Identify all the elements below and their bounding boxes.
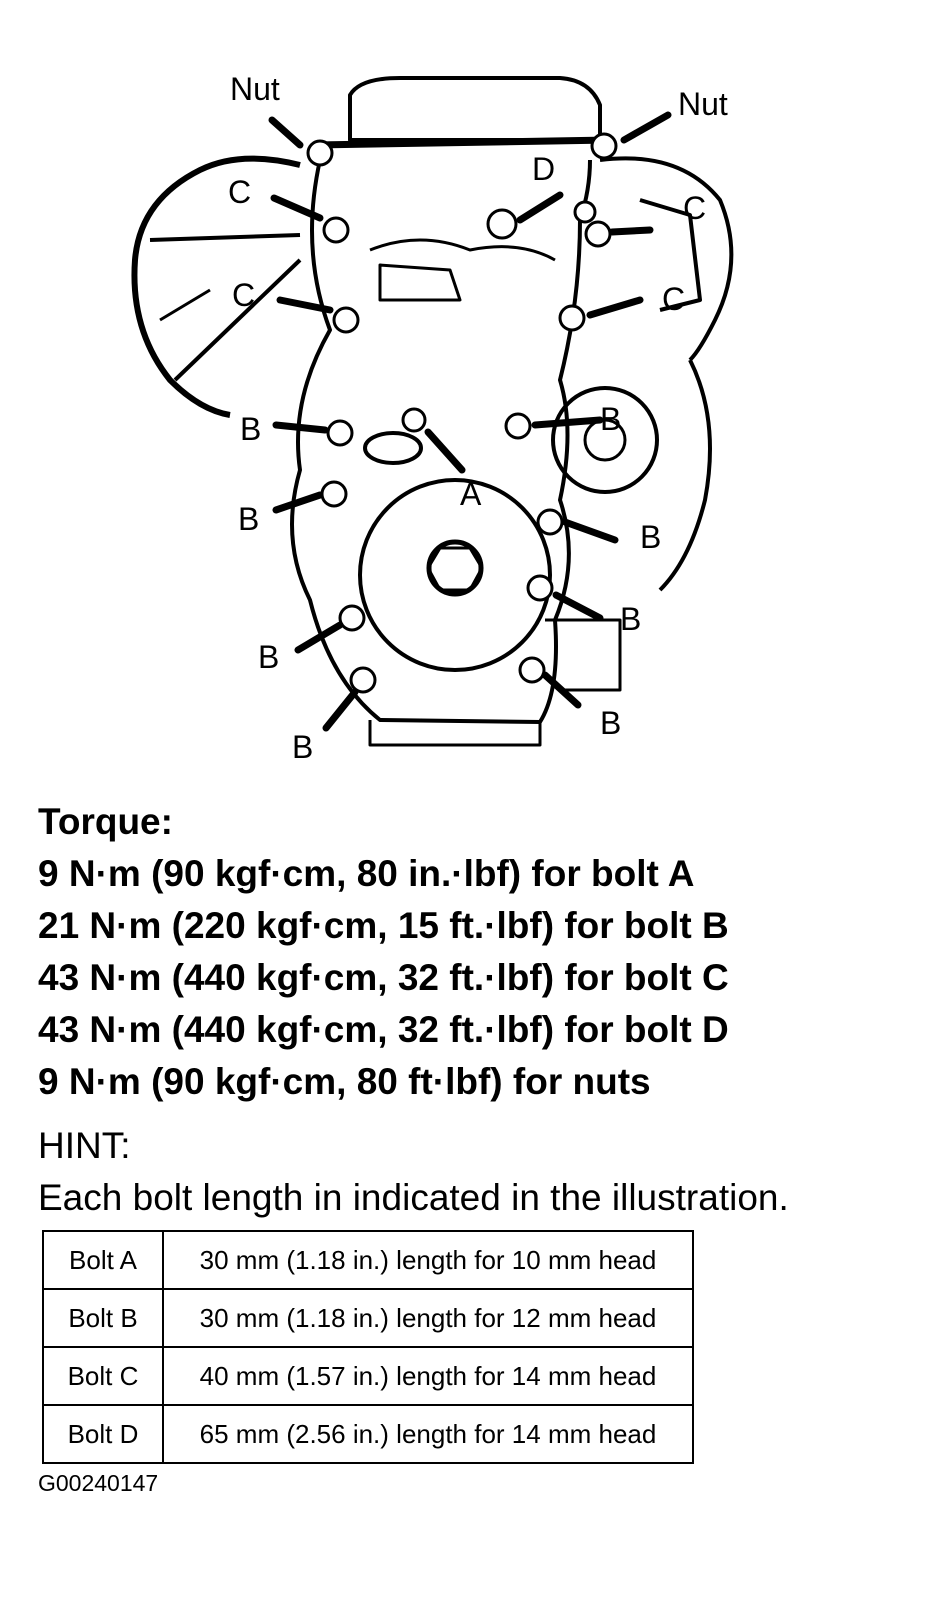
bolt-name-cell: Bolt C — [42, 1346, 164, 1406]
torque-line-bolt-d: 43 N·m (440 kgf·cm, 32 ft.·lbf) for bolt… — [38, 1009, 729, 1050]
bolt-name-cell: Bolt D — [42, 1404, 164, 1464]
label-c-upper-right: C — [683, 190, 706, 226]
hint-heading: HINT: — [38, 1125, 131, 1166]
torque-line-bolt-c: 43 N·m (440 kgf·cm, 32 ft.·lbf) for bolt… — [38, 957, 729, 998]
torque-line-nuts: 9 N·m (90 kgf·cm, 80 ft·lbf) for nuts — [38, 1061, 651, 1102]
table-row: Bolt D 65 mm (2.56 in.) length for 14 mm… — [42, 1404, 694, 1464]
bolt-length-table: Bolt A 30 mm (1.18 in.) length for 10 mm… — [42, 1230, 694, 1464]
table-row: Bolt B 30 mm (1.18 in.) length for 12 mm… — [42, 1288, 694, 1348]
callout-labels: Nut Nut D C C C C A B B B B B B B B — [228, 71, 728, 765]
label-a: A — [460, 476, 482, 512]
label-c-lower-right: C — [662, 281, 685, 317]
bolt-spec-cell: 30 mm (1.18 in.) length for 10 mm head — [162, 1230, 694, 1290]
hint-text: Each bolt length in indicated in the ill… — [38, 1177, 789, 1218]
table-row: Bolt A 30 mm (1.18 in.) length for 10 mm… — [42, 1230, 694, 1290]
torque-line-bolt-b: 21 N·m (220 kgf·cm, 15 ft.·lbf) for bolt… — [38, 905, 729, 946]
engine-outline — [131, 76, 734, 747]
figure-code: G00240147 — [38, 1470, 159, 1496]
label-nut-right: Nut — [678, 86, 728, 122]
label-nut-left: Nut — [230, 71, 280, 107]
bolt-spec-cell: 30 mm (1.18 in.) length for 12 mm head — [162, 1288, 694, 1348]
label-b-right-2: B — [640, 519, 661, 555]
bolt-spec-cell: 65 mm (2.56 in.) length for 14 mm head — [162, 1404, 694, 1464]
label-b-right-3: B — [620, 601, 641, 637]
bolt-heads — [306, 132, 618, 694]
torque-line-bolt-a: 9 N·m (90 kgf·cm, 80 in.·lbf) for bolt A — [38, 853, 695, 894]
label-b-right-4: B — [600, 705, 621, 741]
label-b-left-1: B — [240, 411, 261, 447]
hint-section: HINT: Each bolt length in indicated in t… — [38, 1120, 789, 1224]
label-d: D — [532, 151, 555, 187]
bolt-name-cell: Bolt A — [42, 1230, 164, 1290]
label-b-left-3: B — [258, 639, 279, 675]
bolt-name-cell: Bolt B — [42, 1288, 164, 1348]
table-row: Bolt C 40 mm (1.57 in.) length for 14 mm… — [42, 1346, 694, 1406]
label-b-left-2: B — [238, 501, 259, 537]
bolt-spec-cell: 40 mm (1.57 in.) length for 14 mm head — [162, 1346, 694, 1406]
callout-arrows — [268, 111, 672, 732]
label-c-upper-left: C — [228, 174, 251, 210]
engine-timing-cover-diagram: Nut Nut D C C C C A B B B B B B B B — [131, 71, 734, 765]
label-b-right-1: B — [600, 401, 621, 437]
label-c-lower-left: C — [232, 277, 255, 313]
torque-specifications: Torque: 9 N·m (90 kgf·cm, 80 in.·lbf) fo… — [38, 796, 729, 1108]
torque-heading: Torque: — [38, 801, 173, 842]
label-b-left-4: B — [292, 729, 313, 765]
